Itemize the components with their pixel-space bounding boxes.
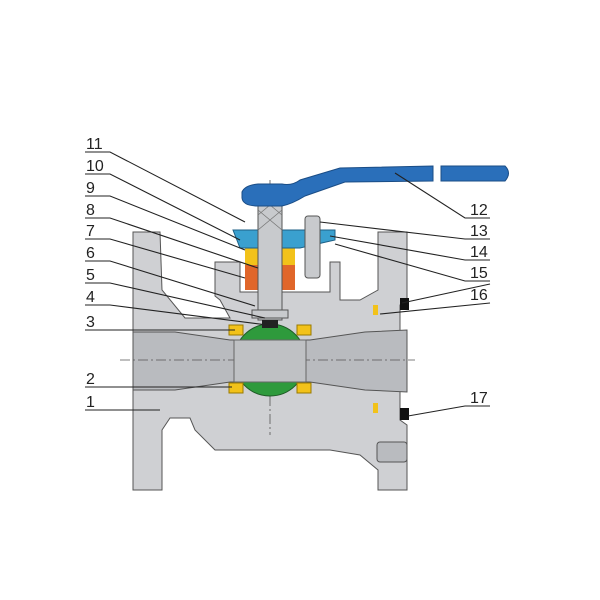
handle-lever-end xyxy=(440,165,509,182)
stem-packing-left xyxy=(245,265,258,290)
label-6: 6 xyxy=(86,245,95,262)
seat-lower-left xyxy=(228,382,244,394)
label-13: 13 xyxy=(470,223,488,240)
label-2: 2 xyxy=(86,371,95,388)
seat-lower-right xyxy=(296,382,312,394)
packing-gland-left xyxy=(245,245,258,265)
gasket-ring-lower xyxy=(373,403,378,413)
packing-gland-right xyxy=(282,245,295,265)
label-16: 16 xyxy=(470,287,488,304)
label-12: 12 xyxy=(470,202,488,219)
body-gasket-upper xyxy=(400,298,409,310)
label-17: 17 xyxy=(470,390,488,407)
label-5: 5 xyxy=(86,267,95,284)
stem xyxy=(257,187,283,321)
label-8: 8 xyxy=(86,202,95,219)
label-1: 1 xyxy=(86,394,95,411)
label-11: 11 xyxy=(86,136,103,153)
handle-lever xyxy=(241,165,434,207)
label-10: 10 xyxy=(86,158,104,175)
label-9: 9 xyxy=(86,180,95,197)
ball-bore xyxy=(233,339,307,383)
stem-packing-right xyxy=(282,265,295,290)
gasket-ring-upper xyxy=(373,305,378,315)
flange-bolt-hole xyxy=(376,441,408,463)
label-15: 15 xyxy=(470,265,488,282)
seat-upper-right xyxy=(296,324,312,336)
label-3: 3 xyxy=(86,314,95,331)
stem-collar xyxy=(251,309,289,319)
label-14: 14 xyxy=(470,244,488,261)
thrust-washer xyxy=(262,320,278,328)
label-4: 4 xyxy=(86,289,95,306)
leader-lines xyxy=(85,151,491,417)
body-gasket-lower xyxy=(400,408,409,420)
label-7: 7 xyxy=(86,223,95,240)
gland-bolt xyxy=(304,215,321,279)
